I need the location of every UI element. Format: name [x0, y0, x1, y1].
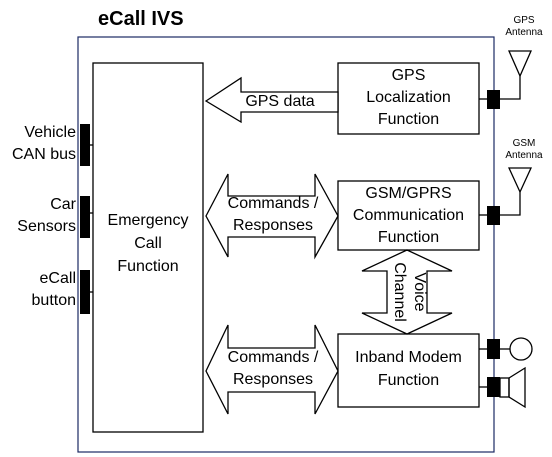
- gps-block: [337, 62, 480, 135]
- gps-antenna-connector: [487, 90, 500, 109]
- commands-responses-label-2: Commands /Responses: [227, 349, 319, 388]
- speaker-connector: [487, 377, 500, 397]
- gsm-antenna-connector: [487, 206, 500, 225]
- gsm-antenna-icon: [500, 167, 533, 216]
- commands-responses-label-1: Commands /Responses: [227, 195, 319, 234]
- microphone-connector: [487, 339, 500, 359]
- commands-responses-arrow-1: [205, 173, 339, 260]
- emergency-call-block: [92, 62, 204, 433]
- ecall-button-connector: [80, 270, 93, 314]
- ivs-boundary: [77, 36, 495, 453]
- commands-responses-arrow-2: [205, 324, 339, 415]
- vehicle-can-connector: [80, 124, 93, 166]
- gps-antenna-icon: [500, 50, 532, 100]
- voice-channel-arrow: [361, 249, 453, 335]
- gps-data-arrow: [204, 76, 339, 124]
- car-sensors-connector: [80, 196, 93, 238]
- diagram-title: eCall IVS: [98, 8, 184, 30]
- microphone-icon: [500, 337, 533, 361]
- gps-data-label: GPS data: [245, 93, 315, 110]
- speaker-icon: [499, 366, 526, 409]
